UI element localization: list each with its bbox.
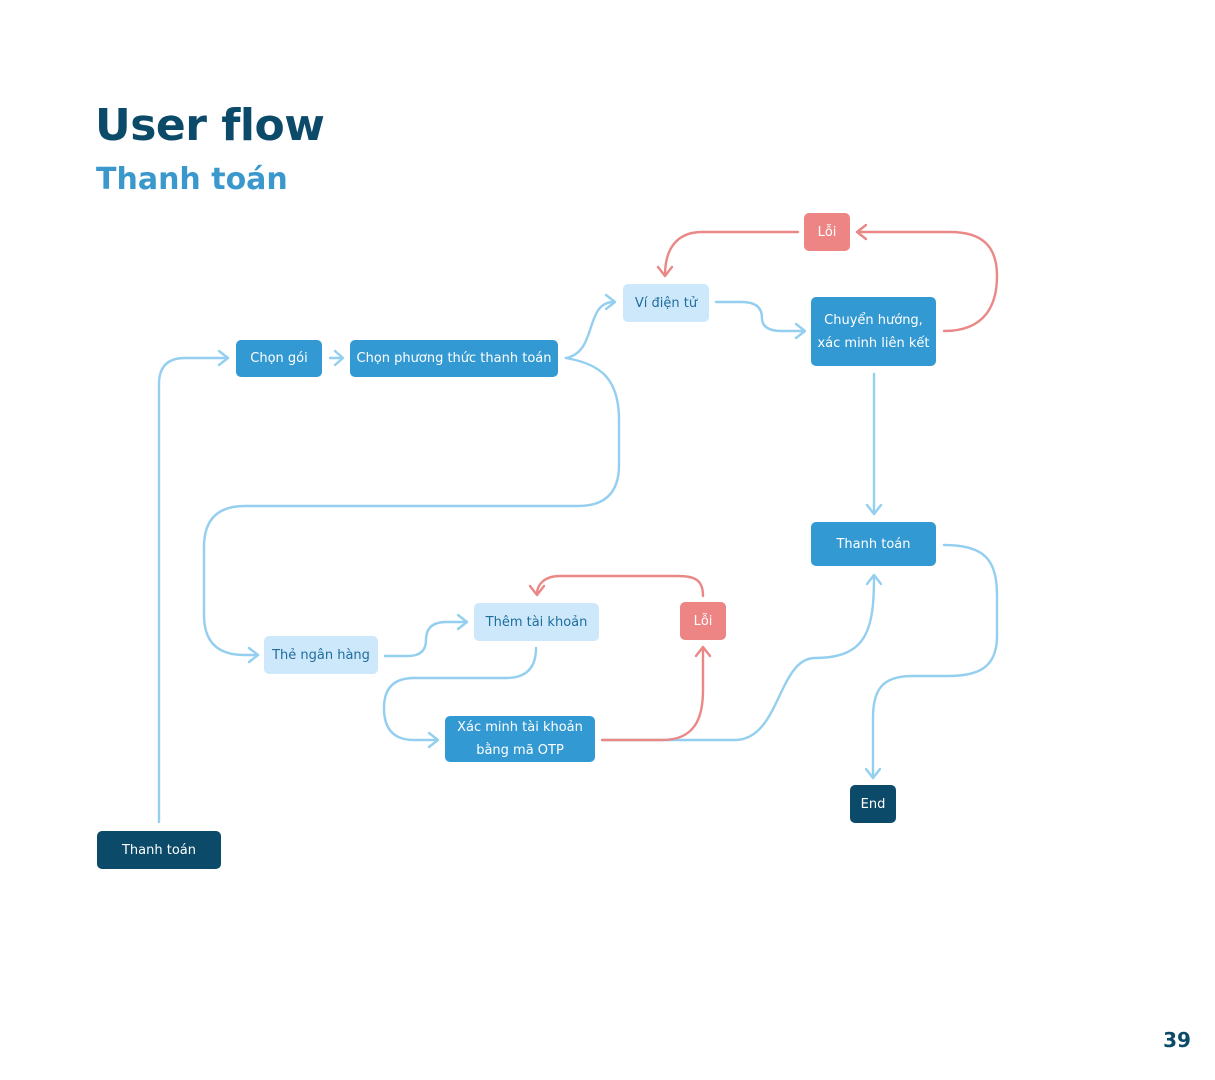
flow-node-e-wallet: Ví điện tử (623, 284, 709, 322)
flow-node-end: End (850, 785, 896, 823)
connector-payment-to-end (871, 543, 999, 779)
arrowhead (864, 767, 882, 780)
connector-otp-to-error (600, 646, 705, 742)
arrowhead (247, 646, 260, 664)
arrowhead (604, 293, 617, 311)
arrowhead (865, 573, 883, 586)
arrowhead (656, 265, 674, 278)
connector-start-to-package (157, 356, 229, 824)
arrowhead (456, 613, 469, 631)
connector-method-to-wallet (564, 300, 616, 360)
flow-node-verify-otp: Xác minh tài khoản bằng mã OTP (445, 716, 595, 762)
connector-wallet-to-redirect (714, 300, 806, 333)
arrowhead (333, 349, 345, 367)
arrowhead (694, 645, 712, 658)
connector-redirect-to-error (856, 230, 999, 333)
flow-node-bank-card: Thẻ ngân hàng (264, 636, 378, 674)
arrowhead (794, 322, 807, 340)
arrowhead (855, 223, 868, 241)
arrowhead (865, 503, 883, 516)
arrowhead (427, 731, 440, 749)
arrowhead (528, 584, 546, 597)
flow-node-choose-method: Chọn phương thức thanh toán (350, 340, 558, 377)
flow-node-start: Thanh toán (97, 831, 221, 869)
flow-node-redirect-verify: Chuyển hướng, xác minh liên kết (811, 297, 936, 366)
connector-account-to-otp (382, 646, 538, 742)
flow-node-add-account: Thêm tài khoản (474, 603, 599, 641)
flow-node-choose-package: Chọn gói (236, 340, 322, 377)
connector-bankcard-to-account (383, 620, 468, 658)
connector-error-to-account (535, 574, 705, 598)
flow-node-payment: Thanh toán (811, 522, 936, 566)
page-number: 39 (1163, 1028, 1191, 1052)
page-title: User flow (95, 100, 325, 151)
arrowhead (217, 349, 230, 367)
page-subtitle: Thanh toán (96, 162, 288, 197)
connector-method-to-bankcard (202, 356, 621, 657)
connector-otp-to-payment (600, 574, 876, 742)
flow-node-error-top: Lỗi (804, 213, 850, 251)
connector-error-to-wallet (663, 230, 800, 277)
flow-node-error-bottom: Lỗi (680, 602, 726, 640)
